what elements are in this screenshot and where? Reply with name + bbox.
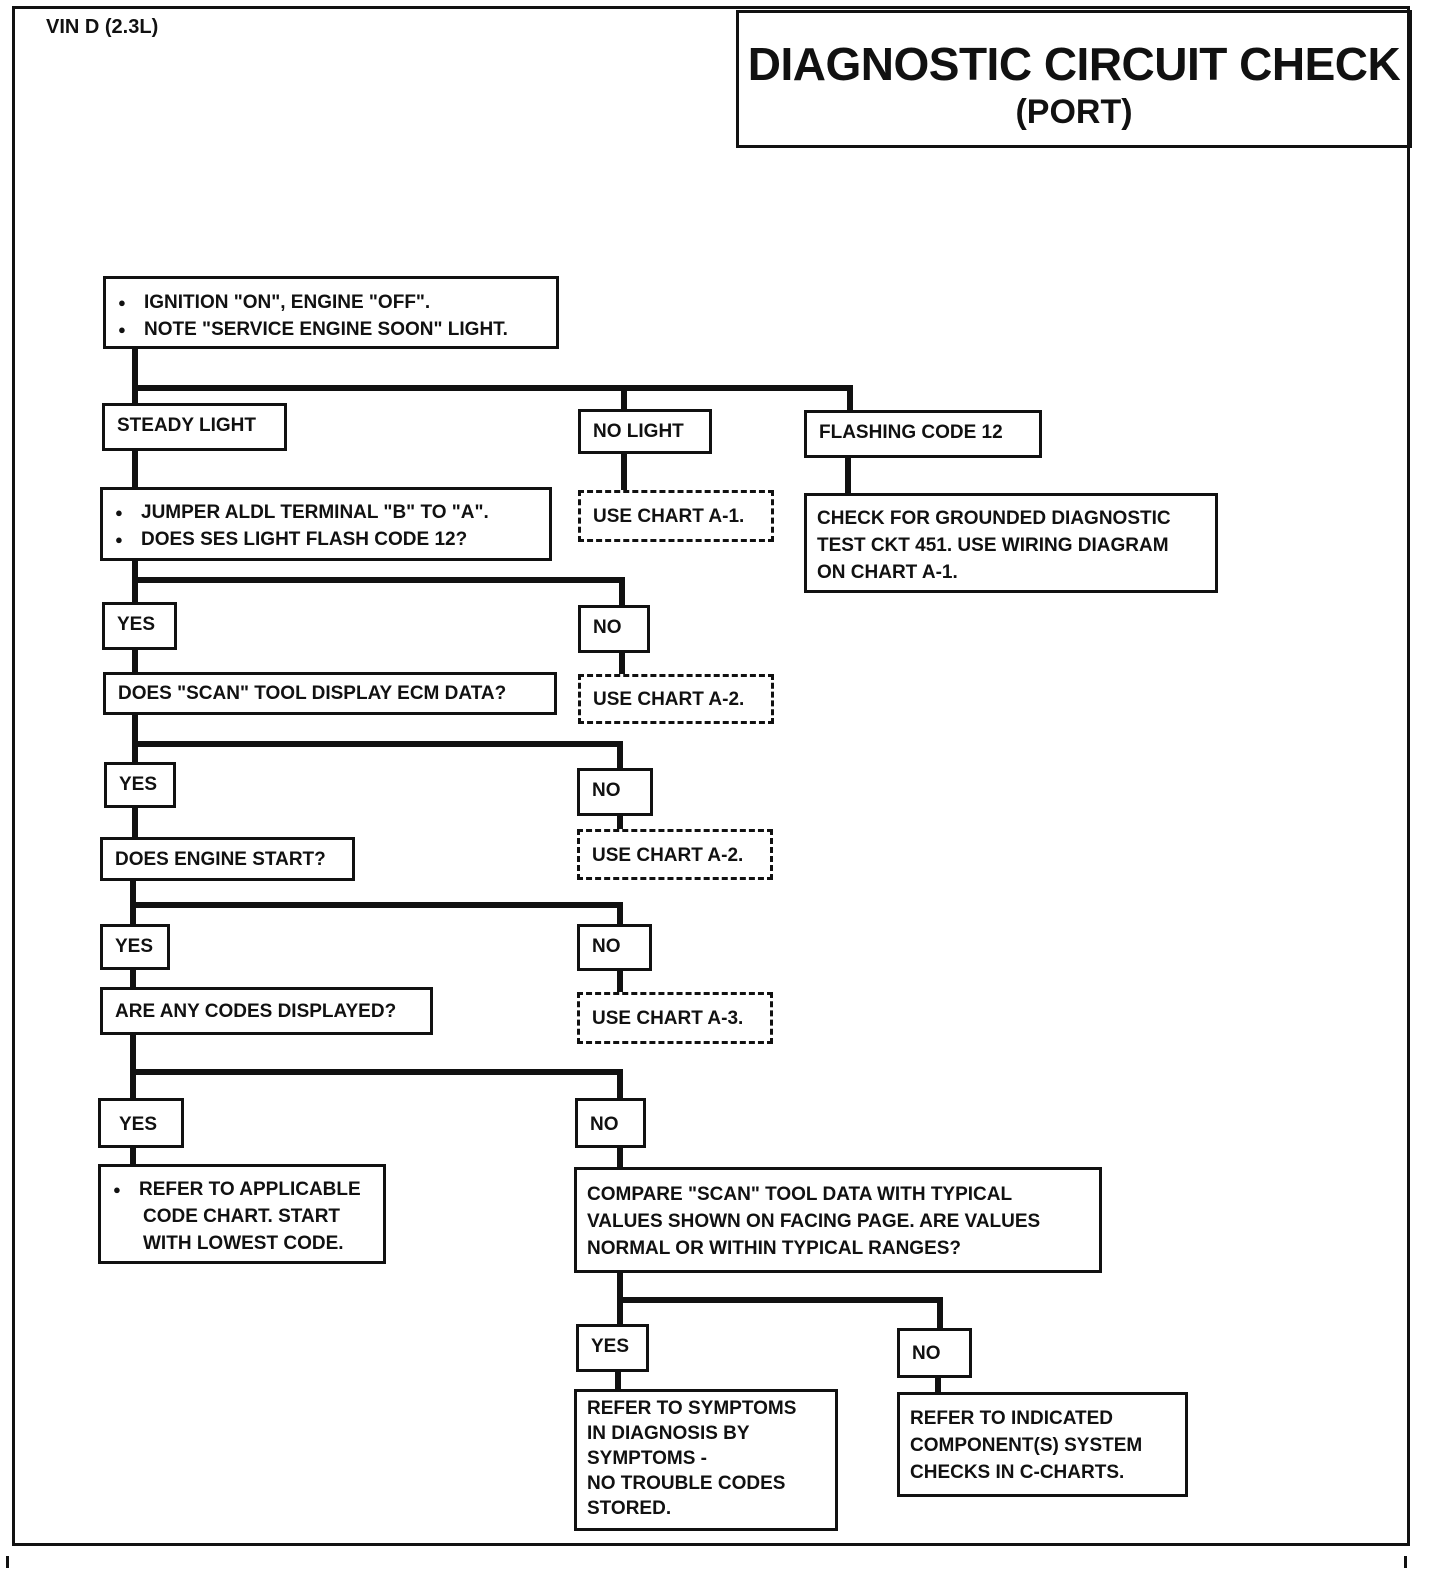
node-engine-start: DOES ENGINE START? [100,837,355,881]
node-text: STORED. [587,1498,672,1519]
node-yes-5: YES [576,1324,649,1372]
node-no-light: NO LIGHT [578,409,712,454]
node-use-chart-a1: USE CHART A-1. [578,490,774,542]
node-text: NOTE "SERVICE ENGINE SOON" LIGHT. [118,316,544,343]
node-text: CHECK FOR GROUNDED DIAGNOSTIC [817,508,1171,529]
node-yes-1: YES [102,602,177,650]
corner-mark [6,1556,9,1568]
connector-codes [130,1031,623,1101]
node-compare-scan-data: COMPARE "SCAN" TOOL DATA WITH TYPICAL VA… [574,1167,1102,1273]
node-use-chart-a2-1: USE CHART A-2. [578,674,774,724]
node-yes-2: YES [104,762,176,808]
node-jumper-aldl: JUMPER ALDL TERMINAL "B" TO "A". DOES SE… [100,487,552,561]
node-no-4: NO [575,1098,646,1148]
node-text: ON CHART A-1. [817,562,958,583]
node-text: COMPARE "SCAN" TOOL DATA WITH TYPICAL [587,1184,1013,1205]
node-text: TEST CKT 451. USE WIRING DIAGRAM [817,535,1169,556]
node-text: NO TROUBLE CODES [587,1473,786,1494]
corner-mark [1404,1556,1407,1568]
node-text: COMPONENT(S) SYSTEM [910,1435,1143,1456]
node-no-1: NO [578,605,650,653]
node-steady-light: STEADY LIGHT [102,403,287,451]
node-yes-3: YES [100,924,170,970]
node-check-grounded-diagnostic: CHECK FOR GROUNDED DIAGNOSTIC TEST CKT 4… [804,493,1218,593]
node-text: JUMPER ALDL TERMINAL "B" TO "A". [115,499,537,526]
connector-jumper [132,557,625,608]
node-text: DOES SES LIGHT FLASH CODE 12? [115,526,537,553]
node-flashing-code-12: FLASHING CODE 12 [804,410,1042,458]
node-text: IN DIAGNOSIS BY [587,1423,750,1444]
node-refer-component-system: REFER TO INDICATED COMPONENT(S) SYSTEM C… [897,1392,1188,1497]
connector-scan [132,711,623,771]
page-frame [12,6,1410,1546]
node-yes-4: YES [98,1098,184,1148]
node-ignition-on: IGNITION "ON", ENGINE "OFF". NOTE "SERVI… [103,276,559,349]
diagram-title: DIAGNOSTIC CIRCUIT CHECK [747,38,1401,90]
diagram-subtitle: (PORT) [1015,93,1133,131]
title-box: DIAGNOSTIC CIRCUIT CHECK (PORT) [736,10,1412,148]
node-text: REFER TO SYMPTOMS [587,1398,797,1419]
node-text: IGNITION "ON", ENGINE "OFF". [118,289,544,316]
node-text: SYMPTOMS - [587,1448,707,1469]
node-use-chart-a3: USE CHART A-3. [577,992,773,1044]
node-text: WITH LOWEST CODE. [143,1233,344,1254]
node-refer-applicable-code-chart: REFER TO APPLICABLE CODE CHART. START WI… [98,1164,386,1264]
node-use-chart-a2-2: USE CHART A-2. [577,829,773,880]
vin-label: VIN D (2.3L) [46,16,159,38]
node-scan-tool-display: DOES "SCAN" TOOL DISPLAY ECM DATA? [103,672,557,715]
connector-engine [130,877,623,928]
node-refer-symptoms: REFER TO SYMPTOMS IN DIAGNOSIS BY SYMPTO… [574,1389,838,1531]
node-text: CODE CHART. START [143,1206,341,1227]
connector-branch-1 [132,385,853,413]
node-no-5: NO [897,1328,972,1378]
node-text: NORMAL OR WITHIN TYPICAL RANGES? [587,1238,962,1259]
node-text: REFER TO APPLICABLE [113,1176,371,1203]
connector-compare [617,1269,943,1331]
node-any-codes-displayed: ARE ANY CODES DISPLAYED? [100,987,433,1035]
node-no-2: NO [577,768,653,816]
node-text: CHECKS IN C-CHARTS. [910,1462,1125,1483]
node-text: VALUES SHOWN ON FACING PAGE. ARE VALUES [587,1211,1041,1232]
node-text: REFER TO INDICATED [910,1408,1114,1429]
node-no-3: NO [577,924,652,971]
